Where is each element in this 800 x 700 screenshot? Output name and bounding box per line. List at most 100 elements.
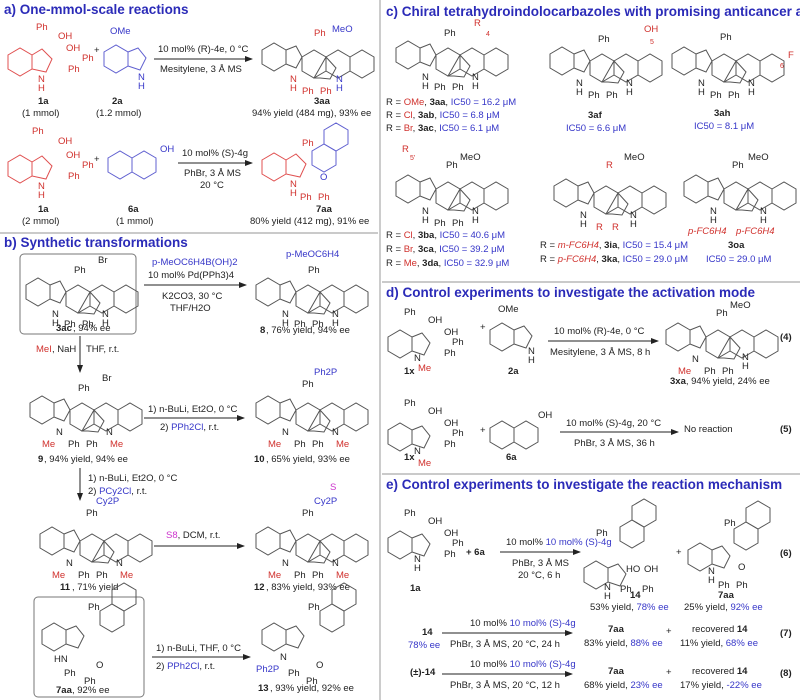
label-8: 8 [260, 325, 265, 336]
svg-text:N: N [332, 309, 339, 320]
result-12: , 83% yield, 93% ee [266, 582, 350, 593]
svg-text:O: O [96, 660, 103, 671]
label-13: 13 [258, 683, 269, 694]
svg-text:Ph: Ph [64, 668, 76, 679]
svg-text:N: N [708, 566, 715, 577]
svg-text:N: N [422, 206, 429, 217]
substituent-11: Cy2P [96, 496, 119, 507]
label-2a: 2a [112, 96, 123, 107]
amount-6a: (1 mmol) [116, 216, 153, 227]
svg-text:N: N [604, 582, 611, 593]
svg-text:Ph: Ph [312, 319, 324, 330]
suzuki-catalyst: 10 mol% Pd(PPh3)4 [148, 270, 234, 281]
svg-text:OH: OH [538, 410, 552, 421]
svg-text:Me: Me [268, 439, 281, 450]
suzuki-solvent: THF/H2O [170, 303, 211, 314]
amount-1a-2: (2 mmol) [22, 216, 59, 227]
svg-text:H: H [528, 355, 535, 366]
svg-text:N: N [38, 74, 45, 85]
svg-text:H: H [710, 215, 717, 226]
svg-text:Ph: Ph [320, 86, 332, 97]
svg-text:Ph: Ph [300, 192, 312, 203]
svg-text:Ph: Ph [82, 160, 94, 171]
result-7aa-e: 25% yield, 92% ee [684, 602, 763, 613]
svg-text:N: N [742, 352, 749, 363]
svg-text:Ph: Ph [74, 265, 86, 276]
label-1a: 1a [38, 96, 49, 107]
start-14-ee: 78% ee [408, 640, 440, 651]
svg-text:Ph: Ph [294, 439, 306, 450]
svg-text:H: H [336, 83, 343, 94]
svg-text:OH: OH [444, 327, 458, 338]
ic50-3oa: IC50 = 29.0 μM [706, 254, 771, 265]
svg-text:Ph: Ph [312, 570, 324, 581]
svg-text:N: N [472, 206, 479, 217]
svg-text:N: N [116, 558, 123, 569]
plus-sign-d5: + [480, 425, 486, 436]
panel-c-title: c) Chiral tetrahydroindolocarbazoles wit… [386, 4, 800, 19]
svg-text:HO: HO [626, 564, 640, 575]
label-10: 10 [254, 454, 265, 465]
svg-text:N: N [710, 206, 717, 217]
product-7aa-8: 7aa [608, 666, 625, 677]
ic50-row: R = Br, 3ac, IC50 = 6.1 μM [386, 123, 499, 134]
svg-text:N: N [692, 354, 699, 365]
plus-sign-d4: + [480, 322, 486, 333]
result-10: , 65% yield, 93% ee [266, 454, 350, 465]
svg-text:Ph: Ph [732, 160, 744, 171]
svg-text:Ph: Ph [736, 580, 748, 591]
svg-text:H: H [604, 591, 611, 602]
svg-text:Ph: Ph [444, 549, 456, 560]
methylation-base: , NaH [52, 344, 76, 355]
ic50-row: R = OMe, 3aa, IC50 = 16.2 μM [386, 97, 516, 108]
svg-text:Ph: Ph [82, 319, 94, 330]
svg-text:Ph: Ph [302, 508, 314, 519]
svg-text:H: H [742, 361, 749, 372]
svg-text:N: N [66, 558, 73, 569]
svg-text:N: N [138, 72, 145, 83]
svg-text:Ph: Ph [36, 22, 48, 33]
methylation-solvent: THF, r.t. [86, 344, 119, 355]
svg-text:Ph: Ph [620, 584, 632, 595]
svg-text:OH: OH [428, 516, 442, 527]
svg-text:N: N [626, 78, 633, 89]
phos3-step2: 2) PPh2Cl, r.t. [156, 661, 215, 672]
svg-text:HN: HN [54, 654, 68, 665]
highlight-box-3ac [19, 253, 137, 335]
svg-text:H: H [626, 87, 633, 98]
plus-sign-2: + [94, 154, 100, 165]
svg-text:H: H [708, 575, 715, 586]
svg-text:N: N [760, 206, 767, 217]
svg-text:Me: Me [336, 439, 349, 450]
ic50-list-group1: R = OMe, 3aa, IC50 = 16.2 μM R = Cl, 3ab… [386, 97, 516, 134]
structure-6a-d: OH [489, 410, 552, 450]
suzuki-base: K2CO3, 30 °C [162, 291, 222, 302]
svg-text:Ph: Ph [596, 528, 608, 539]
svg-text:Ph: Ph [716, 308, 728, 319]
label-1x-b: 1x [404, 452, 415, 463]
ic50-3af: IC50 = 6.6 μM [566, 123, 626, 134]
ic50-3ah: IC50 = 8.1 μM [694, 121, 754, 132]
svg-text:Ph: Ph [598, 34, 610, 45]
svg-text:Ph: Ph [452, 428, 464, 439]
label-12: 12 [254, 582, 265, 593]
label-7aa: 7aa [316, 204, 333, 215]
substituent-3af: OH [644, 24, 658, 35]
svg-text:OH: OH [66, 43, 80, 54]
svg-text:N: N [106, 427, 113, 438]
substituent-3oa-right: p-FC6H4 [735, 226, 775, 237]
svg-text:MeO: MeO [624, 152, 645, 163]
label-3ac: 3ac [56, 323, 72, 334]
amount-1a: (1 mmol) [22, 108, 59, 119]
svg-text:Ph: Ph [32, 126, 44, 137]
svg-text:N: N [332, 427, 339, 438]
svg-text:R: R [402, 144, 409, 155]
